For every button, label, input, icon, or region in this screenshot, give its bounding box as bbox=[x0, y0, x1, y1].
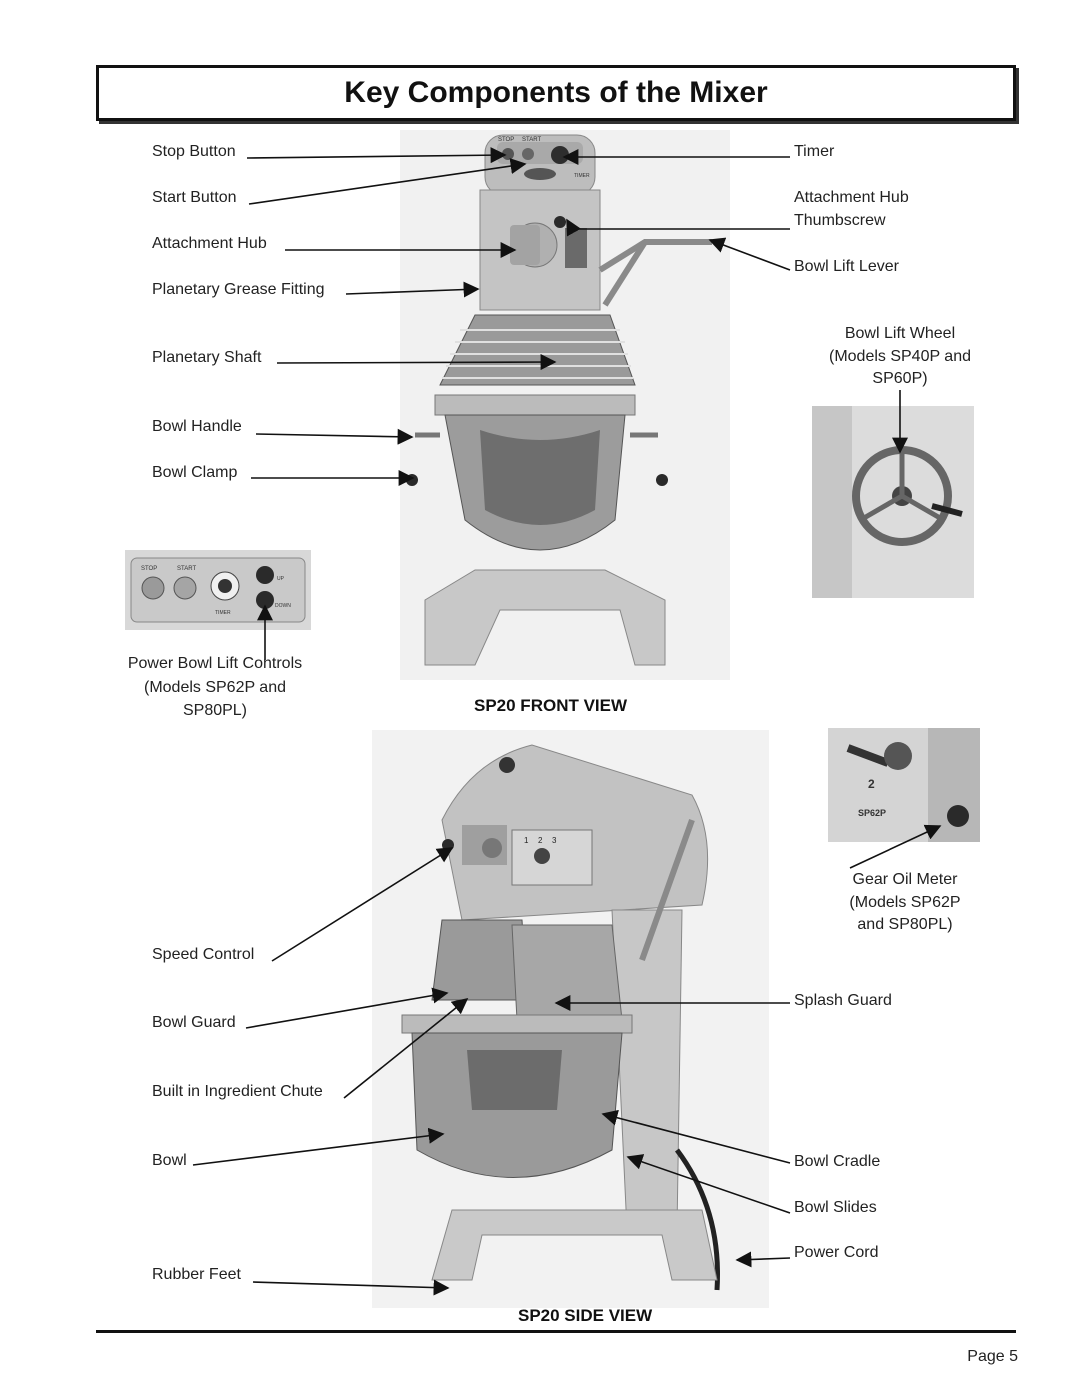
power-lift-line3: SP80PL) bbox=[182, 702, 248, 720]
panel-down-text: DOWN bbox=[275, 603, 291, 609]
inset-number-text: 2 bbox=[868, 777, 875, 791]
speed-number-2: 2 bbox=[538, 836, 543, 845]
footer-rule bbox=[96, 1330, 1016, 1333]
label-bowl-handle: Bowl Handle bbox=[152, 418, 242, 435]
power-lift-panel-photo: STOP START UP DOWN TIMER bbox=[125, 550, 311, 630]
lift-wheel-line2: (Models SP40P and bbox=[828, 347, 971, 365]
label-bowl-cradle: Bowl Cradle bbox=[794, 1153, 881, 1170]
label-bowl-guard: Bowl Guard bbox=[152, 1014, 236, 1031]
panel-start-text: START bbox=[177, 566, 196, 572]
label-power-lift-controls: Power Bowl Lift Controls (Models SP62P a… bbox=[108, 653, 322, 722]
label-ingredient-chute: Built in Ingredient Chute bbox=[152, 1083, 323, 1100]
lift-wheel-line1: Bowl Lift Wheel bbox=[844, 325, 956, 342]
label-bowl: Bowl bbox=[152, 1152, 187, 1169]
power-lift-line1: Power Bowl Lift Controls bbox=[127, 655, 303, 672]
gear-oil-line3: and SP80PL) bbox=[857, 916, 953, 934]
label-bowl-slides: Bowl Slides bbox=[794, 1199, 877, 1216]
label-start-button: Start Button bbox=[152, 189, 237, 206]
lift-wheel-line3: SP60P) bbox=[872, 370, 928, 388]
panel-up-text: UP bbox=[277, 576, 285, 582]
gear-oil-line2: (Models SP62P bbox=[849, 893, 961, 911]
label-speed-control: Speed Control bbox=[152, 946, 255, 963]
panel-timer-text: TIMER bbox=[215, 610, 231, 616]
label-timer: Timer bbox=[794, 143, 835, 160]
speed-number-3: 3 bbox=[552, 836, 557, 845]
side-view-photo: 1 2 3 bbox=[372, 730, 769, 1308]
power-lift-line2: (Models SP62P and bbox=[143, 678, 286, 696]
label-rubber-feet: Rubber Feet bbox=[152, 1266, 241, 1283]
label-bowl-lift-wheel: Bowl Lift Wheel (Models SP40P and SP60P) bbox=[800, 323, 1000, 390]
bowl-lift-wheel-photo bbox=[812, 406, 974, 598]
inset-model-text: SP62P bbox=[858, 808, 886, 818]
gear-oil-line1: Gear Oil Meter bbox=[852, 871, 958, 888]
mixer-timer-text: TIMER bbox=[574, 173, 590, 179]
label-planetary-shaft: Planetary Shaft bbox=[152, 349, 262, 366]
bowl-handle-leader bbox=[255, 428, 414, 445]
gear-oil-meter-photo: 2 SP62P bbox=[828, 728, 980, 842]
label-power-cord: Power Cord bbox=[794, 1244, 879, 1261]
mixer-start-text: START bbox=[522, 137, 541, 143]
speed-number-1: 1 bbox=[524, 836, 529, 845]
page-title: Key Components of the Mixer bbox=[96, 65, 1016, 121]
front-view-caption: SP20 FRONT VIEW bbox=[474, 696, 628, 715]
label-grease-fitting: Planetary Grease Fitting bbox=[152, 281, 325, 298]
mixer-stop-text: STOP bbox=[498, 137, 514, 143]
label-hub-thumbscrew-1: Attachment Hub bbox=[794, 189, 909, 206]
side-view-caption: SP20 SIDE VIEW bbox=[518, 1306, 653, 1325]
label-hub-thumbscrew-2: Thumbscrew bbox=[794, 212, 886, 229]
label-attachment-hub: Attachment Hub bbox=[152, 235, 267, 252]
label-bowl-clamp: Bowl Clamp bbox=[152, 464, 238, 481]
label-stop-button: Stop Button bbox=[152, 143, 236, 160]
label-bowl-lift-lever: Bowl Lift Lever bbox=[794, 258, 899, 275]
panel-stop-text: STOP bbox=[141, 566, 157, 572]
label-gear-oil-meter: Gear Oil Meter (Models SP62P and SP80PL) bbox=[820, 869, 990, 936]
label-splash-guard: Splash Guard bbox=[794, 992, 892, 1009]
page-number: Page 5 bbox=[967, 1348, 1018, 1365]
front-view-photo: STOP START TIMER bbox=[400, 130, 730, 680]
